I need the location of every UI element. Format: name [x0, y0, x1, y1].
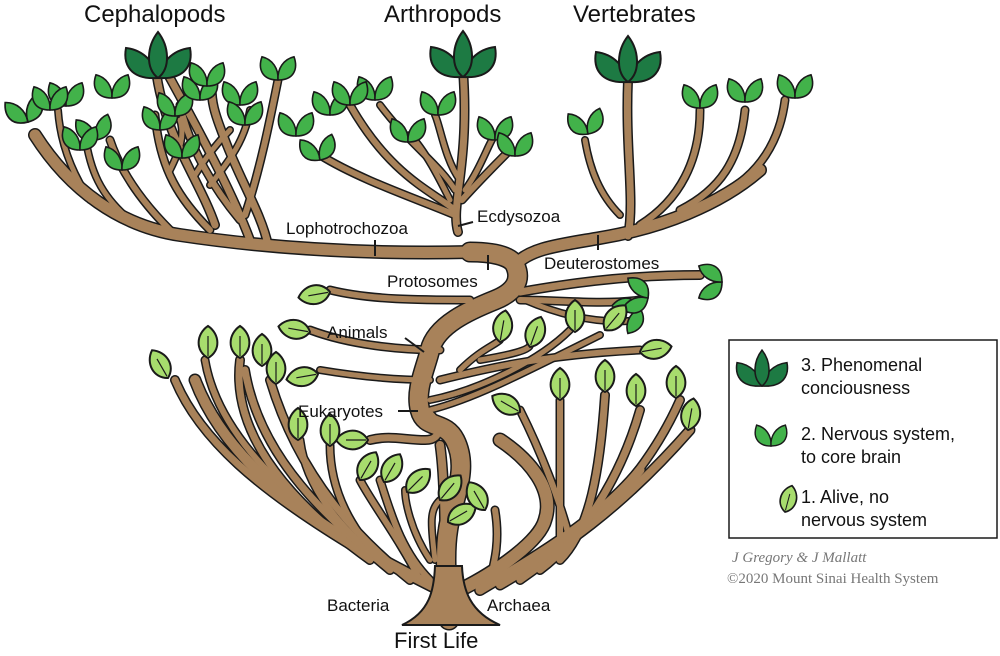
title-arthropods: Arthropods	[384, 1, 501, 28]
double-leaf-icon	[565, 107, 607, 138]
branch-61	[517, 407, 573, 543]
single-leaf-icon	[594, 359, 616, 393]
branch-33	[317, 367, 433, 383]
double-leaf-icon	[681, 84, 719, 109]
label-animals: Animals	[327, 323, 387, 342]
single-leaf-icon	[265, 351, 287, 385]
branch-32	[307, 327, 443, 353]
single-leaf-icon	[283, 363, 321, 390]
triple-leaf-icon	[429, 30, 497, 79]
title-vertebrates: Vertebrates	[573, 1, 696, 28]
single-leaf-icon	[489, 307, 516, 345]
single-leaf-icon	[637, 336, 675, 363]
branch-57	[516, 396, 684, 584]
branch-50	[402, 487, 433, 563]
legend-item-1-line1: 3. Phenomenal	[801, 355, 922, 375]
branch-45	[202, 357, 333, 533]
branch-48	[357, 477, 423, 583]
single-leaf-icon	[665, 365, 687, 399]
branch-14	[156, 56, 254, 244]
branch-34	[437, 347, 643, 383]
branch-27	[582, 137, 623, 218]
single-leaf-icon	[197, 325, 219, 359]
branch-58	[536, 406, 644, 574]
branch-4	[177, 102, 243, 223]
branch-24	[637, 107, 703, 228]
root-base	[401, 565, 501, 626]
single-leaf-icon	[335, 429, 369, 451]
branch-28	[516, 271, 704, 296]
branch-47	[327, 442, 393, 573]
double-leaf-icon	[221, 81, 259, 106]
triple-leaf-icon	[124, 31, 192, 80]
branch-35	[427, 327, 573, 403]
branch-12	[167, 117, 185, 173]
double-leaf-icon	[726, 78, 764, 103]
label-ecdysozoa: Ecdysozoa	[477, 207, 561, 226]
branch-25	[677, 107, 748, 213]
label-first-life: First Life	[394, 628, 478, 653]
legend-item-3-line1: 1. Alive, no	[801, 487, 889, 507]
label-archaea: Archaea	[487, 596, 551, 615]
double-leaf-icon	[776, 74, 814, 99]
branch-59	[556, 391, 609, 564]
double-leaf-icon	[277, 112, 315, 137]
branch-41	[266, 376, 414, 584]
label-protosomes: Protosomes	[387, 272, 478, 291]
double-leaf-icon	[496, 132, 534, 157]
double-leaf-icon	[259, 55, 297, 81]
legend: 3. Phenomenal conciousness 2. Nervous sy…	[728, 339, 998, 539]
branch-62	[487, 507, 501, 583]
branch-13	[192, 127, 233, 178]
branch-5	[152, 112, 213, 233]
credit-copyright: ©2020 Mount Sinai Health System	[727, 571, 939, 587]
branch-51	[429, 497, 443, 563]
branch-1	[29, 129, 476, 258]
title-cephalopods: Cephalopods	[84, 1, 225, 28]
single-leaf-icon	[564, 299, 586, 333]
credit-authors: J Gregory & J Mallatt	[732, 550, 867, 566]
legend-item-1-line2: conciousness	[801, 378, 910, 398]
branch-38	[427, 332, 603, 413]
branch-3	[208, 76, 272, 249]
single-leaf-icon	[549, 367, 571, 401]
branch-39	[366, 406, 442, 444]
single-leaf-icon	[229, 325, 251, 359]
double-leaf-icon	[389, 118, 427, 143]
branch-31	[327, 287, 473, 303]
branch-16	[347, 102, 458, 213]
legend-item-2-line2: to core brain	[801, 447, 901, 467]
double-leaf-icon	[419, 91, 457, 116]
triple-leaf-icon	[594, 35, 662, 84]
single-leaf-icon	[275, 316, 313, 343]
branch-10	[242, 77, 281, 218]
branch-8	[55, 107, 93, 203]
branch-26	[717, 97, 788, 198]
single-leaf-icon	[625, 373, 647, 407]
label-bacteria: Bacteria	[327, 596, 390, 615]
label-eukaryotes: Eukaryotes	[298, 402, 383, 421]
label-lophotrochozoa: Lophotrochozoa	[286, 219, 408, 238]
branch-49	[377, 477, 433, 583]
label-deuterostomes: Deuterostomes	[544, 254, 659, 273]
double-leaf-icon	[188, 61, 226, 87]
tree-branches	[28, 55, 790, 631]
single-leaf-icon	[295, 281, 333, 308]
branch-23	[623, 76, 635, 240]
legend-item-2-line1: 2. Nervous system,	[801, 424, 955, 444]
branch-44	[171, 376, 354, 549]
branch-21	[377, 102, 458, 193]
branch-17	[317, 152, 458, 218]
legend-item-3-line2: nervous system	[801, 510, 927, 530]
double-leaf-icon	[697, 263, 723, 301]
double-leaf-icon	[331, 81, 369, 106]
clade-ticks	[374, 221, 599, 412]
branch-outline-27	[581, 136, 624, 219]
branch-46	[297, 437, 383, 563]
branch-22	[432, 112, 463, 183]
double-leaf-icon	[93, 74, 131, 99]
